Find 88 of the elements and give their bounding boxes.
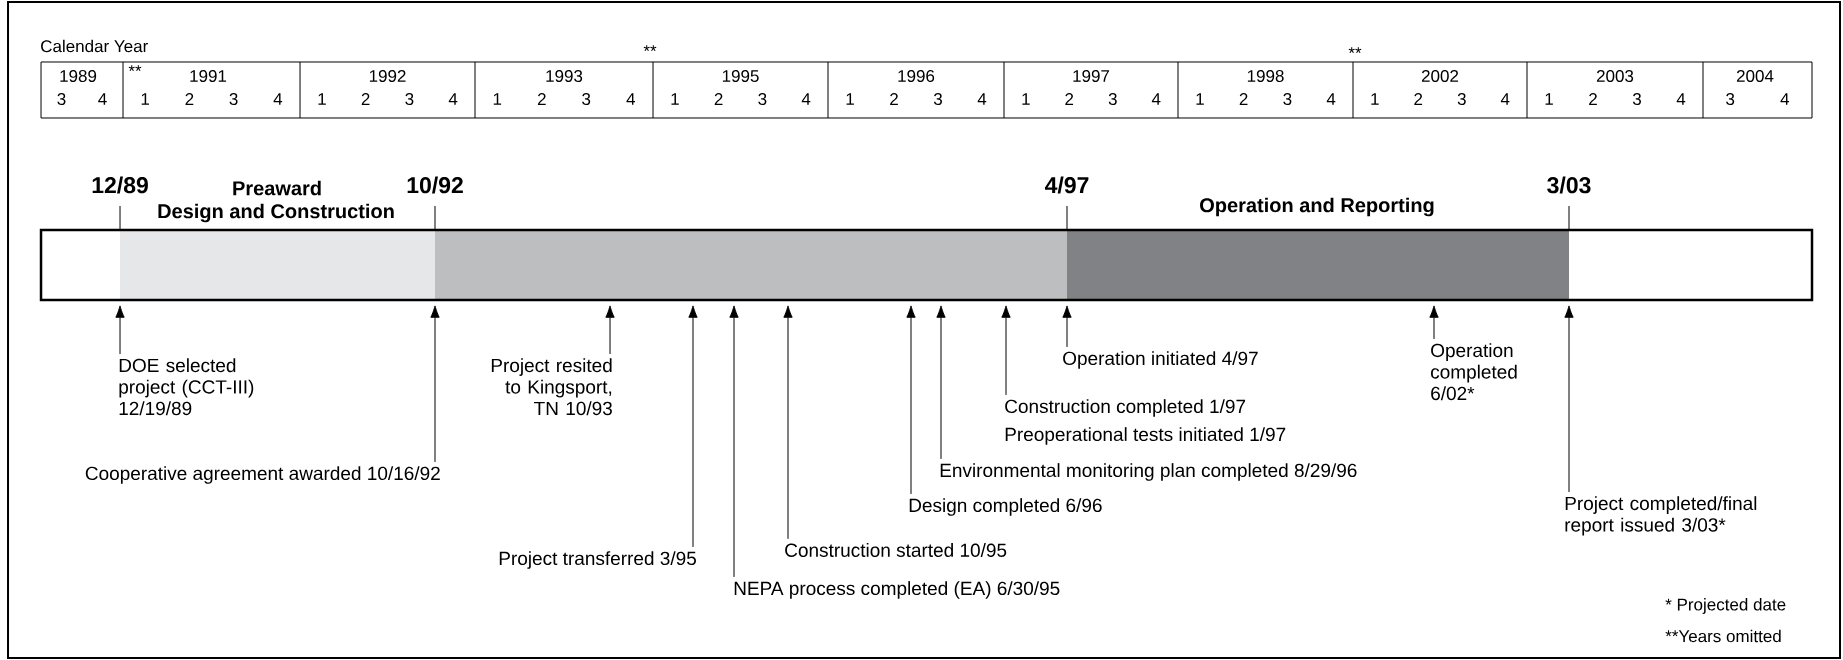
omitted-years-mark: **	[643, 45, 657, 52]
footnote: * Projected date	[1665, 598, 1786, 614]
arrow	[1001, 305, 1011, 396]
calendar-label: Calendar Year	[41, 39, 148, 53]
phase-label: Preaward	[233, 180, 321, 196]
date-marker: 3/03	[1547, 176, 1591, 194]
year-label: 2004	[1736, 70, 1774, 82]
year-label: 1995	[722, 70, 759, 82]
quarter-label: 3	[57, 93, 66, 105]
quarter-label: 2	[185, 93, 194, 105]
quarter-label: 4	[448, 93, 458, 105]
arrow	[936, 305, 946, 460]
quarter-label: 3	[1632, 93, 1641, 105]
quarter-label: 2	[890, 93, 898, 105]
quarter-label: 1	[141, 93, 149, 105]
year-label: 2003	[1596, 70, 1634, 82]
omitted-years-mark: **	[1348, 47, 1362, 54]
arrow	[1062, 305, 1072, 348]
quarter-label: 2	[1589, 93, 1597, 105]
quarter-label: 1	[493, 93, 502, 105]
year-label: 1998	[1247, 70, 1284, 82]
event-text: Operation initiated 4/97	[1063, 351, 1258, 369]
arrow	[605, 305, 615, 355]
timeline-bar	[39, 228, 1814, 302]
quarter-label: 1	[846, 93, 854, 105]
quarter-label: 3	[758, 93, 767, 105]
quarter-label: 4	[1326, 93, 1336, 105]
quarter-label: 2	[1414, 93, 1423, 105]
quarter-label: 3	[1283, 93, 1292, 105]
quarter-label: 2	[361, 93, 370, 105]
event-text: Environmental monitoring plan completed 8/29/96	[940, 463, 1357, 481]
quarter-label: 4	[98, 93, 107, 105]
year-label: 2002	[1421, 70, 1459, 82]
date-marker: 12/89	[92, 176, 148, 194]
event-text: Project transferred 3/95	[499, 551, 696, 569]
year-label: 1989	[60, 70, 97, 82]
date-marker: 10/92	[407, 176, 463, 194]
quarter-label: 3	[405, 93, 414, 105]
quarter-label: 1	[671, 93, 679, 105]
year-label: 1992	[369, 70, 406, 82]
arrow	[430, 305, 440, 463]
quarter-label: 2	[1239, 93, 1248, 105]
event-text: Preoperational tests initiated 1/97	[1005, 427, 1286, 445]
arrow	[115, 305, 125, 355]
quarter-label: 3	[1457, 93, 1466, 105]
quarter-label: 4	[1500, 93, 1510, 105]
quarter-label: 4	[273, 93, 283, 105]
quarter-label: 4	[1676, 93, 1686, 105]
quarter-label: 3	[1726, 93, 1735, 105]
quarter-label: 4	[977, 93, 987, 105]
year-label: 1997	[1073, 70, 1110, 82]
quarter-label: 1	[1022, 93, 1030, 105]
event-text: Project completed/final report issued 3/03*	[1565, 496, 1757, 536]
quarter-label: 2	[714, 93, 723, 105]
quarter-label: 1	[1196, 93, 1204, 105]
arrow	[1429, 305, 1439, 340]
omitted-years-mark: **	[128, 65, 142, 72]
quarter-label: 1	[318, 93, 326, 105]
event-text: Design completed 6/96	[909, 498, 1102, 516]
quarter-label: 4	[626, 93, 636, 105]
event-text: Project resited to Kingsport, TN 10/93	[491, 358, 612, 416]
quarter-label: 2	[537, 93, 546, 105]
arrow	[729, 305, 739, 578]
quarter-label: 3	[1108, 93, 1117, 105]
quarter-label: 4	[801, 93, 811, 105]
date-marker: 4/97	[1045, 176, 1089, 194]
footnote: **Years omitted	[1665, 629, 1781, 643]
event-text: Operation completed 6/02*	[1431, 343, 1517, 401]
year-label: 1991	[190, 70, 227, 82]
quarter-label: 3	[229, 93, 238, 105]
event-text: DOE selected project (CCT-III) 12/19/89	[119, 358, 254, 416]
event-text: Cooperative agreement awarded 10/16/92	[85, 466, 440, 484]
event-text: Construction completed 1/97	[1005, 399, 1246, 417]
year-label: 1996	[898, 70, 935, 82]
quarter-label: 1	[1545, 93, 1553, 105]
arrow	[688, 305, 698, 548]
arrow	[1564, 305, 1574, 493]
quarter-label: 2	[1065, 93, 1074, 105]
event-text: NEPA process completed (EA) 6/30/95	[734, 581, 1060, 599]
quarter-label: 3	[933, 93, 942, 105]
quarter-label: 4	[1151, 93, 1161, 105]
quarter-label: 3	[582, 93, 591, 105]
arrow	[783, 305, 793, 540]
quarter-label: 4	[1780, 93, 1790, 105]
arrow	[906, 305, 916, 495]
quarter-label: 1	[1371, 93, 1379, 105]
event-text: Construction started 10/95	[785, 543, 1007, 557]
year-label: 1993	[546, 70, 583, 82]
